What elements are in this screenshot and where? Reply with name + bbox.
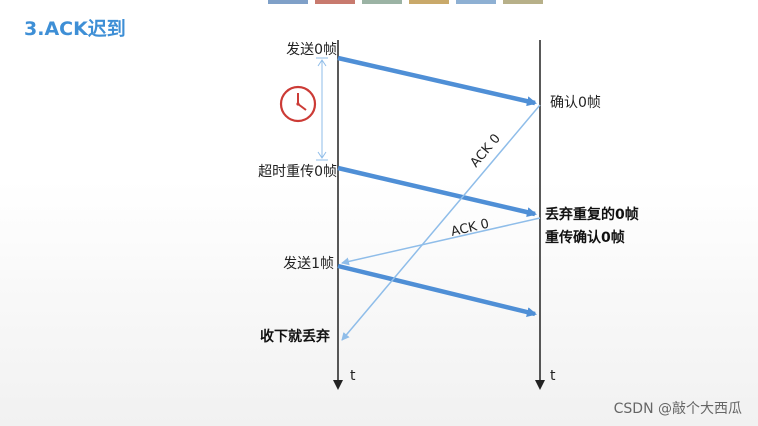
- timeout-resend-label: 超时重传0帧: [258, 164, 337, 180]
- resend-confirm-label: 重传确认0帧: [545, 229, 625, 246]
- top-tab: [315, 0, 355, 4]
- top-tab-strip: [268, 0, 543, 4]
- timeout-arrowhead-down: [317, 151, 327, 159]
- send-frame0-label: 发送0帧: [286, 42, 337, 58]
- discard-duplicate-label: 丢弃重复的0帧: [545, 206, 639, 223]
- watermark: CSDN @敲个大西瓜: [613, 401, 742, 417]
- sender-time-axis-label: t: [350, 368, 356, 384]
- receiver-time-axis-label: t: [550, 368, 556, 384]
- top-tab: [268, 0, 308, 4]
- slide-title: 3.ACK迟到: [24, 18, 126, 40]
- ack-label-first: ACK 0: [468, 131, 504, 170]
- top-tab: [362, 0, 402, 4]
- confirm-frame0-label: 确认0帧: [550, 95, 601, 111]
- frame0-resend-arrow: [337, 165, 537, 218]
- clock-icon: [279, 85, 317, 123]
- receive-discard-label: 收下就丢弃: [260, 328, 330, 345]
- top-tab: [503, 0, 543, 4]
- frame1-arrow: [337, 263, 537, 317]
- ack0-late-line: [341, 104, 541, 341]
- send-frame1-label: 发送1帧: [283, 256, 334, 272]
- timeout-arrowhead-up: [317, 59, 327, 67]
- frame0-arrow: [337, 55, 537, 107]
- ack0-resend-line: [341, 217, 541, 266]
- ack-label-second: ACK 0: [450, 217, 491, 240]
- top-tab: [456, 0, 496, 4]
- top-tab: [409, 0, 449, 4]
